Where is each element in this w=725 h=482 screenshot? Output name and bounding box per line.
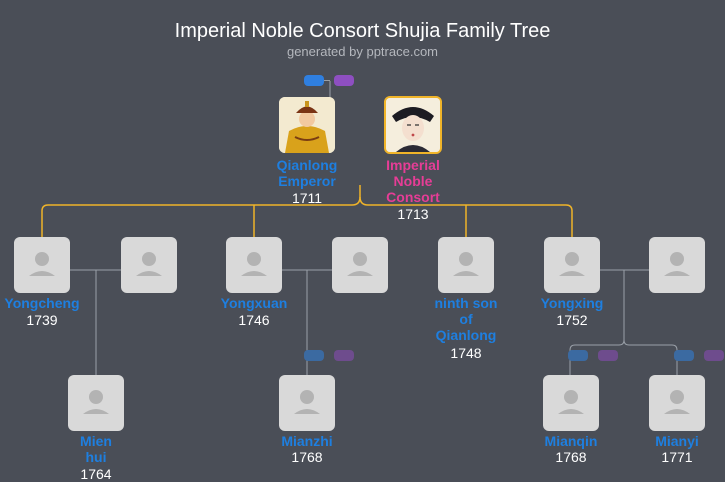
ninth-son-year: 1748 [450,345,482,361]
mianqin-year: 1768 [555,449,587,465]
yongxuan-card[interactable] [226,237,282,293]
mianyi-spouse-toggle[interactable] [704,350,724,361]
emperor-portrait-icon [279,97,335,153]
consort-year: 1713 [397,206,429,222]
mianqin-card[interactable] [543,375,599,431]
consort-portrait[interactable] [384,96,442,154]
yongxuan-year: 1746 [238,312,270,328]
yongxing-name: Yongxing [540,295,604,311]
page-title: Imperial Noble Consort Shujia Family Tre… [174,20,551,42]
expand-spouses-toggle[interactable] [334,75,354,86]
yongcheng-name: Yongcheng [4,295,80,311]
yongxuan-name: Yongxuan [220,295,288,311]
mianyi-year: 1771 [661,449,693,465]
yongcheng-year: 1739 [26,312,58,328]
mianzhi-card[interactable] [279,375,335,431]
person-placeholder-icon [241,252,267,276]
person-placeholder-icon [347,252,373,276]
mianqin-expand-toggle[interactable] [568,350,588,361]
mianzhi-spouse-toggle[interactable] [334,350,354,361]
mianyi-expand-toggle[interactable] [674,350,694,361]
mianzhi-name: Mianzhi [281,433,333,449]
person-placeholder-icon [664,390,690,414]
spouse-links [70,81,678,375]
toggle-connector [324,80,330,81]
page-subtitle: generated by pptrace.com [286,44,439,59]
person-placeholder-icon [29,252,55,276]
parent-child-links [41,185,573,237]
yongcheng-card[interactable] [14,237,70,293]
person-placeholder-icon [136,252,162,276]
person-placeholder-icon [453,252,479,276]
mienhui-card[interactable] [68,375,124,431]
consort-portrait-icon [386,98,440,152]
yongxing-spouse-card[interactable] [649,237,705,293]
yongxing-year: 1752 [556,312,588,328]
mianyi-name: Mianyi [655,433,699,449]
person-placeholder-icon [664,252,690,276]
qianlong-year: 1711 [291,190,323,206]
mianqin-name: Mianqin [544,433,598,449]
mianqin-spouse-toggle[interactable] [598,350,618,361]
mienhui-year: 1764 [80,466,112,482]
yongcheng-spouse-card[interactable] [121,237,177,293]
ninth-son-card[interactable] [438,237,494,293]
yongxing-card[interactable] [544,237,600,293]
person-placeholder-icon [83,390,109,414]
person-placeholder-icon [559,252,585,276]
person-placeholder-icon [558,390,584,414]
mianzhi-year: 1768 [291,449,323,465]
mianyi-card[interactable] [649,375,705,431]
expand-ancestors-toggle[interactable] [304,75,324,86]
yongxuan-spouse-card[interactable] [332,237,388,293]
mianzhi-expand-toggle[interactable] [304,350,324,361]
qianlong-portrait[interactable] [279,97,335,153]
person-placeholder-icon [294,390,320,414]
